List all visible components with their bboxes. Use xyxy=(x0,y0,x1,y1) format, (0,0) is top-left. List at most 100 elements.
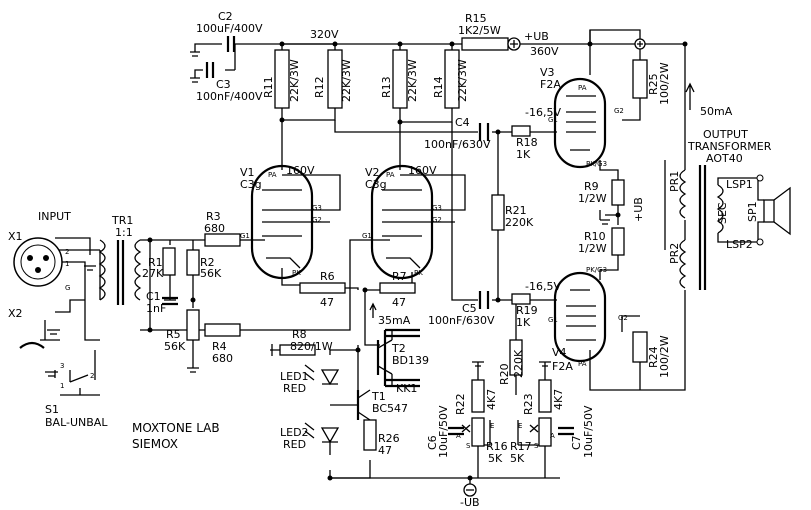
capacitor-symbols xyxy=(162,36,574,436)
pot-r17 xyxy=(529,424,539,433)
v2-pin-g2: G2 xyxy=(432,216,442,224)
t2-ref: T2 xyxy=(391,342,406,355)
current-ccs: 35mA xyxy=(378,314,411,327)
c1-val: 1nF xyxy=(146,302,166,315)
input-title: INPUT xyxy=(38,210,71,223)
v1-pin-g1: G1 xyxy=(240,232,250,240)
t1-ref: T1 xyxy=(371,390,386,403)
v3-ref: V3 xyxy=(540,66,555,79)
c5-val: 100nF/630V xyxy=(428,314,495,327)
c6-val: 10uF/50V xyxy=(437,405,450,458)
r19-val: 1K xyxy=(516,316,531,329)
pr2-label: PR2 xyxy=(668,243,681,264)
x2-label: X2 xyxy=(8,307,23,320)
sp1-label: SP1 xyxy=(746,201,759,222)
r21-ref: R21 xyxy=(505,204,527,217)
r8-ref: R8 xyxy=(292,328,307,341)
r20-ref: R20 xyxy=(498,363,511,385)
v4-pin-g1: G1 xyxy=(548,316,558,324)
ub-minus-label: -UB xyxy=(460,496,480,509)
output-line1: OUTPUT xyxy=(703,128,748,141)
r15-ref: R15 xyxy=(465,12,487,25)
led1-ref: LED1 xyxy=(280,370,309,383)
current-arrow-35ma xyxy=(369,302,377,318)
r21-val: 220K xyxy=(505,216,534,229)
led-2 xyxy=(304,422,340,444)
input-transformer xyxy=(98,239,142,305)
v1-anode-v: 160V xyxy=(286,164,315,177)
heatsink-label: KK1 xyxy=(396,382,417,395)
v3-pin-g1: G1 xyxy=(548,116,558,124)
led1-color: RED xyxy=(283,382,306,395)
r1-ref: R1 xyxy=(148,256,163,269)
r15-val: 1K2/5W xyxy=(458,24,501,37)
r24-ref: R24 xyxy=(647,346,660,368)
r25-ref: R25 xyxy=(647,73,660,95)
xlr-pin1: 1 xyxy=(65,260,69,268)
r12-ref: R12 xyxy=(313,76,326,98)
r20-val: 220K xyxy=(512,349,525,378)
v2-pin-pk: PK xyxy=(414,269,423,277)
c4-ref: C4 xyxy=(455,116,470,129)
pot-r16 xyxy=(461,424,471,433)
ub-plus-label: +UB xyxy=(632,197,645,222)
r25-val: 100/2W xyxy=(658,62,671,105)
v3-type: F2A xyxy=(540,78,561,91)
r17-pin-a: A xyxy=(550,432,555,440)
v3-pin-pkg3: PK/G3 xyxy=(586,160,607,168)
c3-ref: C3 xyxy=(216,78,231,91)
lsp1-label: LSP1 xyxy=(726,178,753,191)
tr1-label: TR1 xyxy=(111,214,133,227)
t2-type: BD139 xyxy=(392,354,429,367)
r2-ref: R2 xyxy=(200,256,215,269)
r23-ref: R23 xyxy=(522,393,535,415)
wiring xyxy=(55,29,686,492)
v4-grid-v: -16,5V xyxy=(525,280,561,293)
r4-ref: R4 xyxy=(212,340,227,353)
pr1-label: PR1 xyxy=(668,171,681,192)
output-line2: TRANSFORMER xyxy=(687,140,772,153)
r16-pin-a: A xyxy=(456,432,461,440)
v1-type: C3g xyxy=(240,178,262,191)
v4-pin-pkg3: PK/G3 xyxy=(586,266,607,274)
v2-pin-g3: G3 xyxy=(432,204,442,212)
v4-ref: V4 xyxy=(552,346,567,359)
r2-val: 56K xyxy=(200,267,222,280)
labels: C2 100uF/400V C3 100nF/400V 320V R11 22K… xyxy=(8,10,772,509)
r10-val: 1/2W xyxy=(578,242,607,255)
r16-pin-e: E xyxy=(490,422,494,430)
r13-val: 22K/3W xyxy=(406,59,419,102)
r14-ref: R14 xyxy=(432,76,445,98)
r24-val: 100/2W xyxy=(658,335,671,378)
xlr-pin2: 2 xyxy=(65,248,69,256)
r14-val: 22K/3W xyxy=(456,59,469,102)
r11-val: 22K/3W xyxy=(288,59,301,102)
r5-ref: R5 xyxy=(166,328,181,341)
r17-ref: R17 xyxy=(510,440,532,453)
v4-pin-pa: PA xyxy=(578,360,587,368)
terminals xyxy=(463,37,646,497)
output-transformer xyxy=(679,165,758,290)
ub-label: +UB xyxy=(524,30,549,43)
r5-val: 56K xyxy=(164,340,186,353)
v3-pin-g2: G2 xyxy=(614,107,624,115)
r7-val: 47 xyxy=(392,296,406,309)
v4-type: F2A xyxy=(552,360,573,373)
r22-ref: R22 xyxy=(454,393,467,415)
v1-pin-g3: G3 xyxy=(312,204,322,212)
transistor-t1 xyxy=(330,389,371,421)
c6-ref: C6 xyxy=(426,435,439,450)
r6-val: 47 xyxy=(320,296,334,309)
rail-320v: 320V xyxy=(310,28,339,41)
c2-ref: C2 xyxy=(218,10,233,23)
v1-pin-pk: PK xyxy=(292,269,301,277)
r9-val: 1/2W xyxy=(578,192,607,205)
v4-pin-g2: G2 xyxy=(618,314,628,322)
r3-val: 680 xyxy=(204,222,225,235)
v2-type: C3g xyxy=(365,178,387,191)
r19-ref: R19 xyxy=(516,304,538,317)
switch-s1 xyxy=(54,350,100,396)
s1-pin1: 1 xyxy=(60,382,64,390)
credit-line1: MOXTONE LAB xyxy=(132,421,220,435)
